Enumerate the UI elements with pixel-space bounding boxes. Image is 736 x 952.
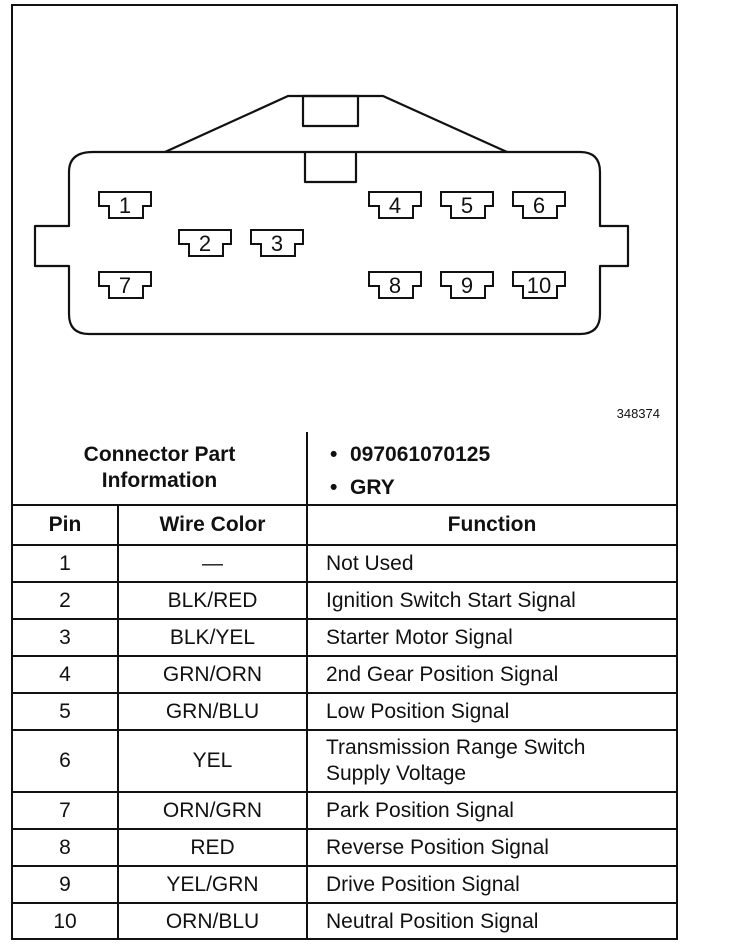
row-wire-color: BLK/RED: [117, 581, 308, 620]
table-header-row: Pin Wire Color Function: [13, 504, 676, 546]
row-function: Starter Motor Signal: [306, 618, 676, 657]
row-pin: 9: [13, 865, 119, 904]
part-number: 097061070125: [330, 438, 676, 471]
pin-cavity-6: [512, 191, 566, 219]
pin-label-1: 1: [119, 193, 131, 218]
table-row: 9 YEL/GRN Drive Position Signal: [13, 865, 676, 904]
part-info-row: Connector Part Information 097061070125 …: [13, 432, 676, 506]
row-wire-color: —: [117, 544, 308, 583]
part-info-label: Connector Part Information: [13, 432, 308, 506]
row-pin: 8: [13, 828, 119, 867]
connector-latch-roof: [164, 94, 508, 154]
row-function: Park Position Signal: [306, 791, 676, 830]
row-wire-color: GRN/ORN: [117, 655, 308, 694]
row-pin: 4: [13, 655, 119, 694]
row-function-line2: Supply Voltage: [326, 762, 467, 785]
header-function: Function: [306, 504, 676, 546]
row-wire-color: GRN/BLU: [117, 692, 308, 731]
row-function: Reverse Position Signal: [306, 828, 676, 867]
header-wire-color: Wire Color: [117, 504, 308, 546]
connector-diagram: 1 2 3 4 5 6 7 8 9 10 348374: [13, 6, 676, 432]
table-row: 10 ORN/BLU Neutral Position Signal: [13, 902, 676, 939]
pin-label-2: 2: [199, 231, 211, 256]
row-wire-color: ORN/GRN: [117, 791, 308, 830]
row-pin: 6: [13, 729, 119, 793]
pin-cavity-9: [440, 271, 494, 299]
row-function: Neutral Position Signal: [306, 902, 676, 939]
row-function: Low Position Signal: [306, 692, 676, 731]
table-row: 8 RED Reverse Position Signal: [13, 828, 676, 867]
pin-cavity-7: [98, 271, 152, 299]
row-wire-color: BLK/YEL: [117, 618, 308, 657]
pin-label-6: 6: [533, 193, 545, 218]
connector-color: GRY: [330, 471, 676, 504]
pin-label-3: 3: [271, 231, 283, 256]
pin-cavity-8: [368, 271, 422, 299]
pin-label-5: 5: [461, 193, 473, 218]
part-info-label-line1: Connector Part: [83, 443, 236, 466]
row-function: Ignition Switch Start Signal: [306, 581, 676, 620]
pin-cavity-5: [440, 191, 494, 219]
connector-sheet: 1 2 3 4 5 6 7 8 9 10 348374 Connector Pa…: [11, 4, 678, 940]
row-wire-color: RED: [117, 828, 308, 867]
row-pin: 2: [13, 581, 119, 620]
table-row: 4 GRN/ORN 2nd Gear Position Signal: [13, 655, 676, 694]
table-row: 7 ORN/GRN Park Position Signal: [13, 791, 676, 830]
pin-label-7: 7: [119, 273, 131, 298]
connector-body-outline: [33, 150, 630, 336]
row-function-line1: Transmission Range Switch: [326, 736, 586, 759]
table-row: 1 — Not Used: [13, 544, 676, 583]
pin-cavity-1: [98, 191, 152, 219]
figure-number: 348374: [616, 406, 660, 421]
row-pin: 5: [13, 692, 119, 731]
row-pin: 1: [13, 544, 119, 583]
row-pin: 3: [13, 618, 119, 657]
pin-cavity-2: [178, 229, 232, 257]
connector-latch-tab: [301, 94, 360, 128]
row-function: Not Used: [306, 544, 676, 583]
connector-key-notch: [303, 152, 358, 184]
row-function: Drive Position Signal: [306, 865, 676, 904]
table-row: 3 BLK/YEL Starter Motor Signal: [13, 618, 676, 657]
table-row: 5 GRN/BLU Low Position Signal: [13, 692, 676, 731]
row-pin: 10: [13, 902, 119, 939]
table-row: 2 BLK/RED Ignition Switch Start Signal: [13, 581, 676, 620]
pin-label-4: 4: [389, 193, 401, 218]
pin-cavity-4: [368, 191, 422, 219]
connector-pinout-table: Connector Part Information 097061070125 …: [13, 432, 676, 939]
part-info-label-line2: Information: [101, 469, 218, 492]
pin-label-9: 9: [461, 273, 473, 298]
row-pin: 7: [13, 791, 119, 830]
row-wire-color: YEL/GRN: [117, 865, 308, 904]
pin-cavity-10: [512, 271, 566, 299]
row-wire-color: YEL: [117, 729, 308, 793]
pin-cavity-3: [250, 229, 304, 257]
header-pin: Pin: [13, 504, 119, 546]
row-function: Transmission Range Switch Supply Voltage: [306, 729, 676, 793]
table-row: 6 YEL Transmission Range Switch Supply V…: [13, 729, 676, 793]
pin-label-8: 8: [389, 273, 401, 298]
row-wire-color: ORN/BLU: [117, 902, 308, 939]
row-function: 2nd Gear Position Signal: [306, 655, 676, 694]
part-info-values: 097061070125 GRY: [306, 432, 676, 506]
connector-face-drawing: 1 2 3 4 5 6 7 8 9 10: [33, 94, 630, 336]
pin-label-10: 10: [527, 273, 551, 298]
